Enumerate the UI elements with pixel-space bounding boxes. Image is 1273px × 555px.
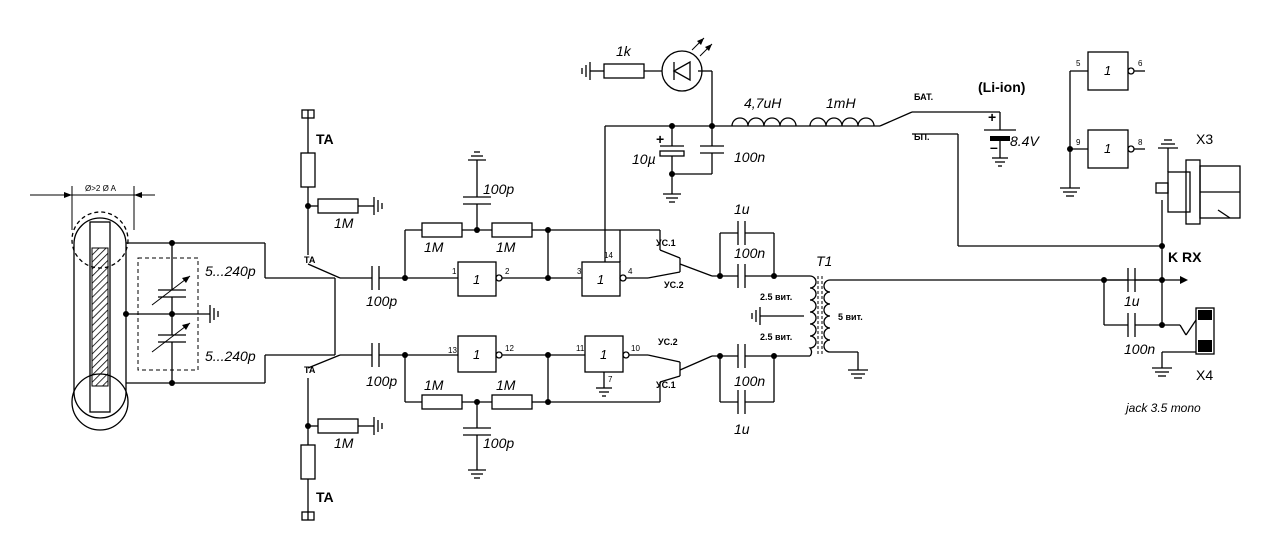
- pin-6: 6: [1138, 59, 1143, 68]
- r-fb-bottom-b-label: 1M: [496, 377, 516, 393]
- c-100n-bottom-label: 100n: [734, 373, 765, 389]
- pin-5: 5: [1076, 59, 1081, 68]
- bat-plus: +: [988, 109, 996, 125]
- ta-switch-top-label: TA: [304, 255, 316, 265]
- c-100n-top-label: 100n: [734, 245, 765, 261]
- sw-bat-label: БАТ.: [914, 92, 933, 102]
- output-connectors: 1u 100n K RX X3 X4: [1101, 131, 1241, 415]
- r-fb-top-a-label: 1M: [424, 239, 444, 255]
- sw-bp-label: БП.: [914, 132, 929, 142]
- c10u-plus: +: [656, 131, 664, 147]
- jack-label: jack 3.5 mono: [1124, 401, 1201, 415]
- r-top-1m-label: 1M: [334, 215, 354, 231]
- c-in-bottom-label: 100p: [366, 373, 397, 389]
- c-in-top-label: 100p: [366, 293, 397, 309]
- gate-4: 1: [600, 347, 607, 362]
- gate-6: 1: [1104, 141, 1111, 156]
- k-rx-label: K RX: [1168, 249, 1202, 265]
- us1-top-label: УС.1: [656, 238, 676, 248]
- r-bottom-1m-label: 1M: [334, 435, 354, 451]
- pin-14: 14: [604, 251, 613, 260]
- pin-12: 12: [505, 344, 514, 353]
- output-stage: УС.1 УС.2 УС.2 УС.1 1u 100n: [656, 201, 1180, 437]
- dimension-label: Ø>2 Ø A: [85, 184, 117, 193]
- pin-3: 3: [577, 267, 582, 276]
- bat-type-label: (Li-ion): [978, 79, 1025, 95]
- c-fb-top-label: 100p: [483, 181, 514, 197]
- cap-var-top-label: 5...240p: [205, 263, 256, 279]
- cap-var-bottom-label: 5...240p: [205, 348, 256, 364]
- us2-top-label: УС.2: [664, 280, 684, 290]
- t-prim-top-label: 2.5 вит.: [760, 292, 792, 302]
- c-1u-top-label: 1u: [734, 201, 750, 217]
- pin-10: 10: [631, 344, 640, 353]
- c-fb-bottom-label: 100p: [483, 435, 514, 451]
- c-10u-label: 10µ: [632, 151, 656, 167]
- pin-1: 1: [452, 267, 457, 276]
- x4-label: X4: [1196, 367, 1213, 383]
- ta-bottom-label: TA: [316, 489, 334, 505]
- pin-9: 9: [1076, 138, 1081, 147]
- gate-3: 1: [473, 347, 480, 362]
- r-led-label: 1k: [616, 43, 632, 59]
- gate-1: 1: [473, 272, 480, 287]
- ta-switch-top: TA 1M TA: [300, 109, 383, 355]
- gate-2: 1: [597, 272, 604, 287]
- bat-minus: –: [990, 139, 998, 155]
- us1-bottom-label: УС.1: [656, 380, 676, 390]
- variable-capacitor: 5...240p 5...240p: [123, 240, 335, 386]
- pin-4: 4: [628, 267, 633, 276]
- input-capacitors: 100p 100p: [340, 266, 458, 389]
- us2-bottom-label: УС.2: [658, 337, 678, 347]
- bat-voltage-label: 8.4V: [1010, 133, 1040, 149]
- r-fb-bottom-a-label: 1M: [424, 377, 444, 393]
- gate-5: 1: [1104, 63, 1111, 78]
- ta-switch-bottom: TA TA 1M: [300, 354, 383, 521]
- pin-7: 7: [608, 375, 613, 384]
- pin-8: 8: [1138, 138, 1143, 147]
- pin-11: 11: [576, 344, 585, 353]
- x3-label: X3: [1196, 131, 1213, 147]
- unused-gates: 1 5 6 1 9 8: [1060, 51, 1145, 197]
- c-1u-out-label: 1u: [1124, 293, 1140, 309]
- c-100n-pwr-label: 100n: [734, 149, 765, 165]
- pin-13: 13: [448, 346, 457, 355]
- l-1mh-label: 1mH: [826, 95, 856, 111]
- t-prim-bottom-label: 2.5 вит.: [760, 332, 792, 342]
- amp-stage-top: 100p 1M 1M 1 1 2 1 3 14 4: [404, 126, 681, 297]
- r-fb-top-b-label: 1M: [496, 239, 516, 255]
- pin-2: 2: [505, 267, 510, 276]
- c-1u-bottom-label: 1u: [734, 421, 750, 437]
- power-supply: + 10µ 100n 1k 4,7uH 1mH: [581, 37, 1162, 247]
- ta-top-label: TA: [316, 131, 334, 147]
- t1-label: T1: [816, 253, 832, 269]
- amp-stage-bottom: 100p 1M 1M 1 13 12 1 11 7 10: [404, 229, 681, 479]
- c-100n-out-label: 100n: [1124, 341, 1155, 357]
- ta-switch-bottom-label: TA: [304, 365, 316, 375]
- t-sec-label: 5 вит.: [838, 312, 863, 322]
- ferrite-antenna: Ø>2 Ø A: [30, 184, 210, 431]
- l-47uh-label: 4,7uH: [744, 95, 782, 111]
